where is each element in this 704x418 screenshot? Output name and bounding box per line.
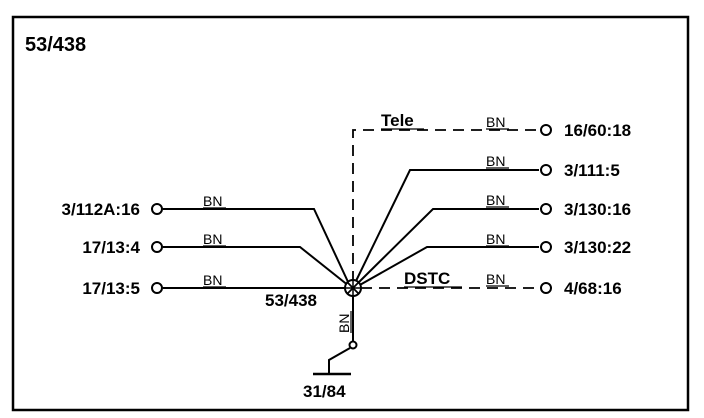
ground-label: 31/84 (303, 382, 346, 401)
terminal-label: 3/112A:16 (62, 200, 140, 219)
terminal-label: 16/60:18 (564, 121, 631, 140)
terminal-label: 17/13:4 (82, 238, 140, 257)
wire-color-label: BN (486, 271, 505, 287)
right-wire-3: 3/130:16 BN (356, 192, 631, 285)
group-label-tele: Tele (381, 111, 414, 130)
terminal-connector[interactable] (151, 241, 163, 253)
terminal-connector[interactable] (540, 282, 552, 294)
terminal-connector[interactable] (540, 164, 552, 176)
terminal-connector[interactable] (151, 282, 163, 294)
wire-color-label: BN (203, 193, 222, 209)
right-wire-4: 3/130:22 BN (357, 231, 631, 287)
left-wire-3: 17/13:5 BN (82, 272, 345, 298)
splice-point (344, 279, 362, 297)
right-wire-2: 3/111:5 BN (354, 153, 620, 284)
diagram-title: 53/438 (25, 34, 86, 56)
wire-color-label: BN (486, 153, 505, 169)
terminal-connector[interactable] (151, 203, 163, 215)
left-wire-1: 3/112A:16 BN (62, 193, 350, 285)
ground-terminal[interactable] (348, 340, 358, 350)
terminal-label: 3/130:16 (564, 200, 631, 219)
wire-color-label: BN (486, 192, 505, 208)
ground-connection: 31/84 BN (303, 296, 358, 401)
terminal-label: 4/68:16 (564, 279, 622, 298)
wire-color-label: BN (486, 114, 505, 130)
left-wire-2: 17/13:4 BN (82, 231, 350, 287)
terminal-label: 3/130:22 (564, 238, 631, 257)
wire-color-label: BN (203, 231, 222, 247)
terminal-connector[interactable] (540, 203, 552, 215)
splice-label: 53/438 (265, 291, 317, 310)
terminal-connector[interactable] (540, 241, 552, 253)
terminal-label: 17/13:5 (82, 279, 140, 298)
group-label-dstc: DSTC (404, 269, 450, 288)
right-wire-1: 16/60:18 BN Tele (352, 111, 631, 282)
terminal-label: 3/111:5 (564, 161, 620, 180)
wire-color-label: BN (203, 272, 222, 288)
right-wire-5: 4/68:16 BN DSTC (361, 269, 622, 298)
ground-wire-color-label: BN (336, 314, 352, 333)
terminal-connector[interactable] (540, 124, 552, 136)
wire-color-label: BN (486, 231, 505, 247)
